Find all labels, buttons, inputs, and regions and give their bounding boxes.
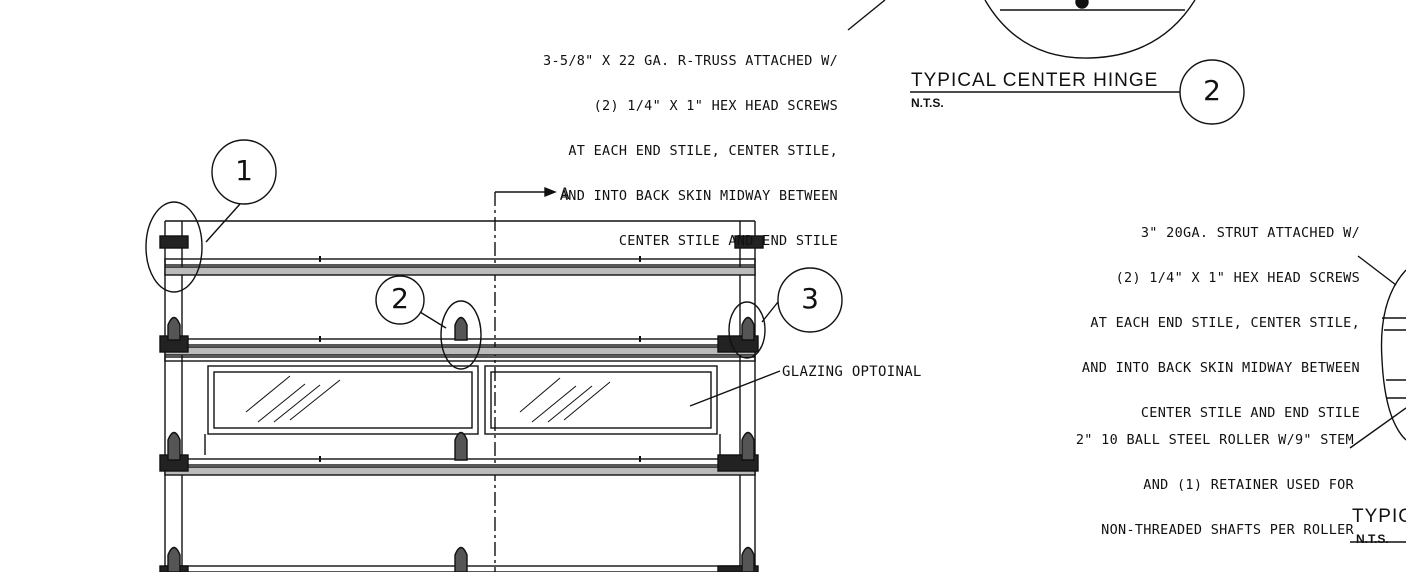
bubble-2-circle [375, 275, 425, 325]
strut-note: 3" 20GA. STRUT ATTACHED W/ (2) 1/4" X 1"… [1081, 225, 1360, 421]
center-hinge-scale: N.T.S. [911, 96, 944, 110]
rtruss-leader [847, 0, 886, 31]
title-bubble-number: 2 [1203, 74, 1221, 107]
center-hinge-title: TYPICAL CENTER HINGE [911, 70, 1159, 91]
right-detail-title: TYPIC [1352, 506, 1406, 527]
truss-rails [164, 258, 756, 572]
glazing-note: GLAZING OPTOINAL [782, 364, 922, 380]
callout-ellipse-1 [145, 201, 203, 293]
bubble-3-circle [777, 267, 843, 333]
glazing-leader [689, 370, 781, 407]
right-detail-scale: N.T.S. [1356, 532, 1389, 546]
bubble-2-number: 2 [391, 282, 409, 315]
detail-circle-right [1380, 269, 1406, 441]
bubble-3-number: 3 [801, 282, 819, 315]
title-bubble-circle [1179, 59, 1245, 125]
section-label: A [560, 184, 570, 203]
callout-ellipse-3 [728, 301, 766, 359]
bubble-1-circle [211, 139, 277, 205]
roller-note: 2" 10 BALL STEEL ROLLER W/9" STEM AND (1… [1075, 432, 1354, 538]
callout-ellipse-2 [440, 300, 482, 370]
bubble-1-number: 1 [235, 154, 253, 187]
detail-circle-top [984, 0, 1196, 59]
rtruss-note: 3-5/8" X 22 GA. R-TRUSS ATTACHED W/ (2) … [543, 53, 838, 249]
window-right [484, 365, 718, 435]
window-left [207, 365, 479, 435]
